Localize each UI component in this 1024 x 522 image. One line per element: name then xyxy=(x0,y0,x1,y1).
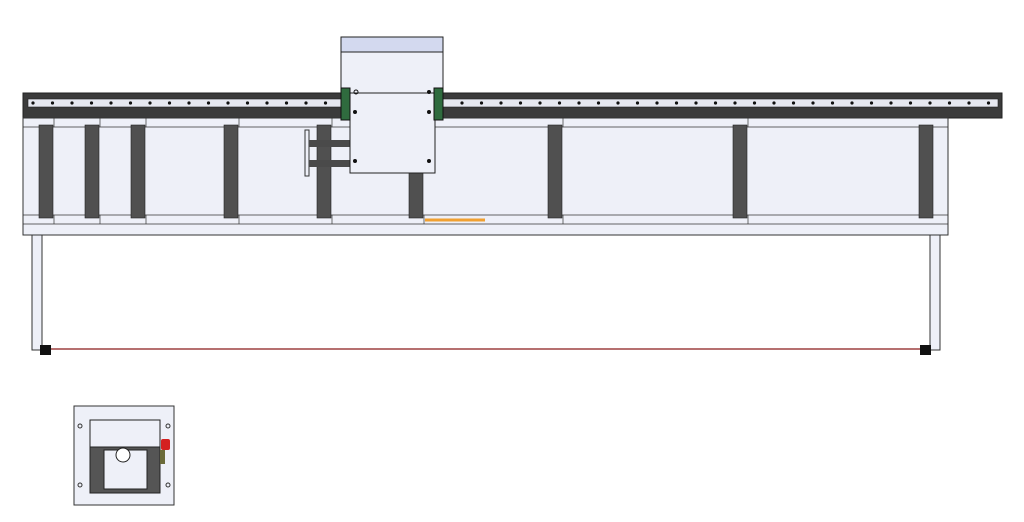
control-box-view xyxy=(73,405,175,506)
bolt-hole xyxy=(323,101,328,105)
roller-frame xyxy=(22,117,949,236)
bolt-hole xyxy=(460,101,464,105)
bolt-hole xyxy=(284,101,289,105)
bolt-hole xyxy=(947,101,952,105)
rail-bolt-holes xyxy=(31,101,991,105)
bolt-hole xyxy=(752,101,757,105)
carriage-arm xyxy=(304,129,351,177)
bolt-hole xyxy=(869,101,874,105)
bolt-hole xyxy=(50,101,55,105)
bolt-hole xyxy=(596,101,601,105)
rollers xyxy=(38,124,934,219)
bolt-hole xyxy=(791,101,796,105)
bolt-hole xyxy=(850,101,854,105)
bolt-hole xyxy=(616,101,620,105)
bolt-hole xyxy=(479,101,484,105)
bolt-hole xyxy=(128,101,133,105)
bolt-hole xyxy=(674,101,679,105)
roller xyxy=(223,124,239,219)
bolt-hole xyxy=(967,101,971,105)
roller xyxy=(732,124,748,219)
bolt-hole xyxy=(733,101,737,105)
bolt-hole xyxy=(577,101,581,105)
bolt-hole xyxy=(908,101,913,105)
bolt-hole xyxy=(635,101,640,105)
roller xyxy=(408,172,424,219)
roller xyxy=(316,124,332,219)
bolt-hole xyxy=(226,101,230,105)
bolt-hole xyxy=(499,101,503,105)
bolt-hole xyxy=(187,101,191,105)
top-rail xyxy=(22,92,1003,119)
bolt-hole xyxy=(830,101,835,105)
bolt-hole xyxy=(694,101,698,105)
bolt-hole xyxy=(70,101,74,105)
emergency-stop-button xyxy=(161,439,170,450)
roller xyxy=(130,124,146,219)
bolt-hole xyxy=(811,101,815,105)
carriage xyxy=(340,36,444,174)
bolt-hole xyxy=(518,101,523,105)
bolt-hole xyxy=(31,101,35,105)
bolt-hole xyxy=(772,101,776,105)
legs xyxy=(31,234,941,355)
bolt-hole xyxy=(89,101,94,105)
bolt-hole xyxy=(206,101,211,105)
roller xyxy=(547,124,563,219)
bolt-hole xyxy=(655,101,659,105)
roller xyxy=(84,124,100,219)
bolt-hole xyxy=(167,101,172,105)
bolt-hole xyxy=(986,101,991,105)
roller xyxy=(918,124,934,219)
bolt-hole xyxy=(245,101,250,105)
roller xyxy=(38,124,54,219)
bolt-hole xyxy=(148,101,152,105)
bolt-hole xyxy=(538,101,542,105)
bolt-hole xyxy=(265,101,269,105)
bolt-hole xyxy=(109,101,113,105)
bolt-hole xyxy=(304,101,308,105)
bolt-hole xyxy=(557,101,562,105)
bolt-hole xyxy=(889,101,893,105)
bolt-hole xyxy=(928,101,932,105)
bolt-hole xyxy=(713,101,718,105)
